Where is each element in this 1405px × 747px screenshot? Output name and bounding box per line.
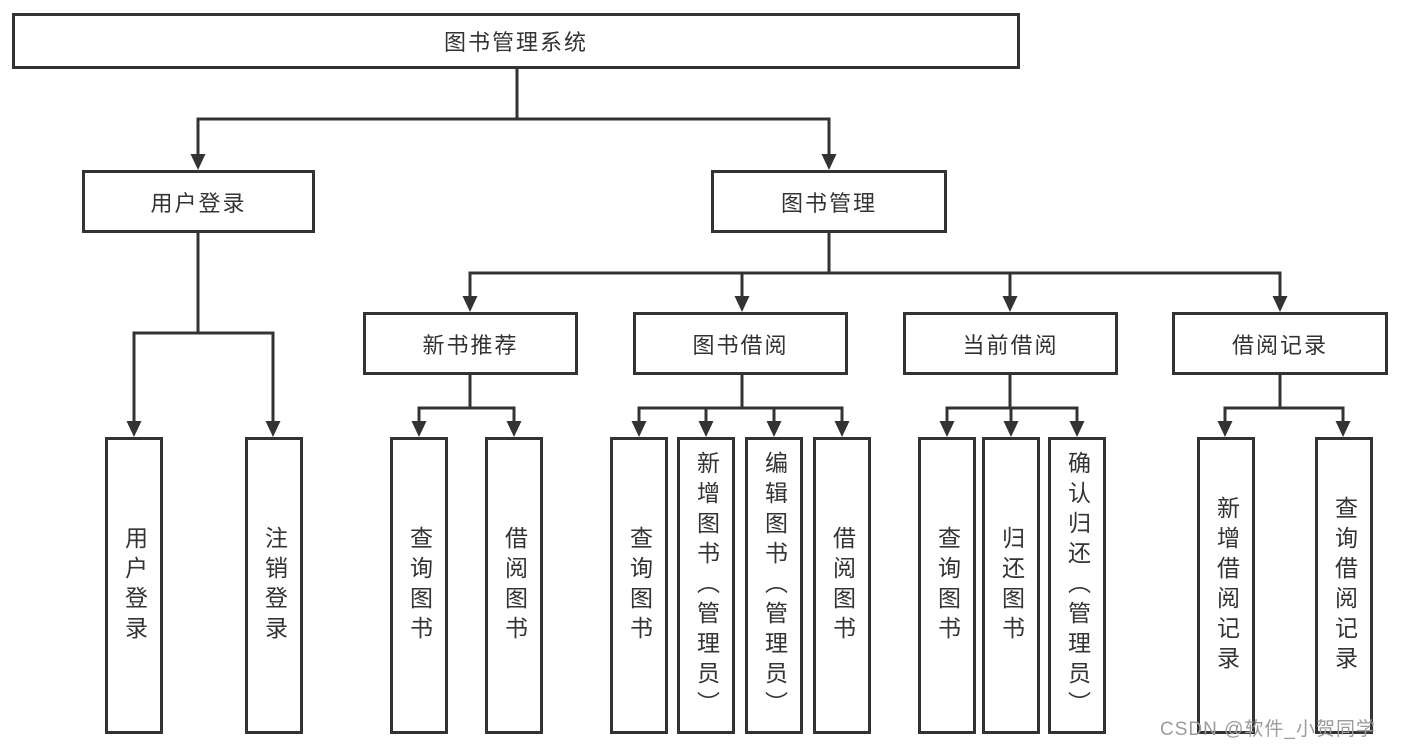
leaf-borrow-books-1: 借阅图书 bbox=[485, 437, 543, 734]
node-new-book-recommend: 新书推荐 bbox=[363, 312, 578, 375]
node-label: 图书借阅 bbox=[692, 332, 789, 358]
node-label: 借阅图书 bbox=[501, 525, 528, 646]
leaf-query-books-2: 查询图书 bbox=[610, 437, 668, 734]
node-label: 查询图书 bbox=[406, 525, 433, 646]
tree-lines bbox=[132, 67, 1345, 425]
node-label: 借阅图书 bbox=[829, 525, 856, 646]
node-label: 当前借阅 bbox=[962, 332, 1059, 358]
leaf-query-borrow-record: 查询借阅记录 bbox=[1315, 437, 1373, 734]
arrowhead-icons bbox=[126, 154, 1351, 437]
watermark: CSDN @软件_小贺同学 bbox=[1160, 719, 1376, 740]
node-book-borrow: 图书借阅 bbox=[633, 312, 848, 375]
leaf-return-books: 归还图书 bbox=[982, 437, 1040, 734]
node-label: 图书管理系统 bbox=[443, 30, 588, 55]
leaf-add-borrow-record: 新增借阅记录 bbox=[1197, 437, 1255, 734]
node-label: 确认归还（管理员） bbox=[1064, 450, 1091, 721]
leaf-query-books-1: 查询图书 bbox=[390, 437, 448, 734]
node-label: 查询图书 bbox=[934, 525, 961, 646]
leaf-query-books-3: 查询图书 bbox=[918, 437, 976, 734]
node-user-login: 用户登录 bbox=[82, 170, 315, 233]
leaf-user-login: 用户登录 bbox=[105, 437, 163, 734]
node-label: 用户登录 bbox=[150, 190, 247, 216]
node-label: 注销登录 bbox=[261, 525, 288, 646]
node-label: 编辑图书（管理员） bbox=[761, 450, 788, 721]
node-label: 归还图书 bbox=[998, 525, 1025, 646]
node-label: 用户登录 bbox=[121, 525, 148, 646]
node-current-borrow: 当前借阅 bbox=[903, 312, 1118, 375]
node-label: 新书推荐 bbox=[422, 332, 519, 358]
leaf-borrow-books-2: 借阅图书 bbox=[813, 437, 871, 734]
node-label: 借阅记录 bbox=[1231, 332, 1328, 358]
node-label: 查询借阅记录 bbox=[1331, 495, 1358, 676]
node-label: 图书管理 bbox=[780, 190, 877, 216]
node-label: 新增图书（管理员） bbox=[693, 450, 720, 721]
node-root: 图书管理系统 bbox=[12, 13, 1020, 69]
node-borrow-records: 借阅记录 bbox=[1172, 312, 1388, 375]
node-book-management: 图书管理 bbox=[711, 170, 947, 233]
leaf-confirm-return-admin: 确认归还（管理员） bbox=[1048, 437, 1106, 734]
node-label: 新增借阅记录 bbox=[1213, 495, 1240, 676]
leaf-add-books-admin: 新增图书（管理员） bbox=[677, 437, 735, 734]
leaf-edit-books-admin: 编辑图书（管理员） bbox=[745, 437, 803, 734]
leaf-logout: 注销登录 bbox=[245, 437, 303, 734]
node-label: 查询图书 bbox=[626, 525, 653, 646]
